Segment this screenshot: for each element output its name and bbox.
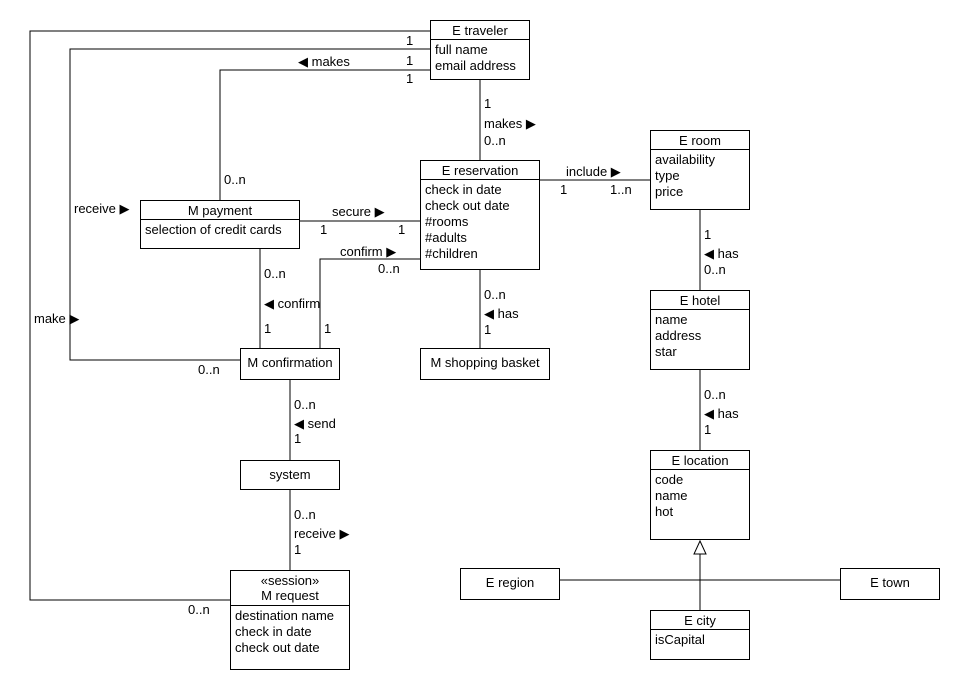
attr-price: price — [655, 184, 684, 199]
attr-check-in-date: check in date — [425, 182, 502, 197]
mult-secure-1a: 1 — [320, 222, 328, 237]
attr-adults: #adults — [425, 230, 467, 245]
class-city[interactable]: E city isCapital — [650, 610, 750, 660]
attr-location-code: code — [655, 472, 684, 487]
edge-traveler-request — [29, 30, 430, 601]
assoc-label-confirm-payment: ◀ confirm — [264, 296, 321, 311]
class-request-name: M request — [261, 588, 319, 603]
class-shopping-basket[interactable]: M shopping basket — [420, 348, 550, 380]
mult-traveler-reservation-0n: 0..n — [484, 133, 506, 148]
assoc-label-make-request: make ▶ — [34, 311, 80, 326]
class-request-header: «session» M request — [231, 571, 349, 606]
class-request[interactable]: «session» M request destination name che… — [230, 570, 350, 670]
class-hotel[interactable]: E hotel name address star — [650, 290, 750, 370]
mult-traveler-1a: 1 — [406, 33, 414, 48]
attr-is-capital: isCapital — [655, 632, 705, 647]
assoc-label-confirm-reservation: confirm ▶ — [340, 244, 397, 259]
attr-hotel-address: address — [655, 328, 702, 343]
mult-include-1n: 1..n — [610, 182, 632, 197]
attr-email-address: email address — [435, 58, 516, 73]
attr-location-name: name — [655, 488, 688, 503]
attr-request-check-out-date: check out date — [235, 640, 320, 655]
mult-receive-1: 1 — [294, 542, 302, 557]
class-location-name: E location — [651, 451, 749, 470]
class-confirmation-name: M confirmation — [247, 355, 333, 370]
class-payment[interactable]: M payment selection of credit cards — [140, 200, 300, 249]
mult-hotel-loc-0n: 0..n — [704, 387, 726, 402]
mult-traveler-1b: 1 — [406, 53, 414, 68]
class-region-name: E region — [485, 575, 535, 590]
assoc-label-secure: secure ▶ — [332, 204, 385, 219]
class-city-name: E city — [651, 611, 749, 630]
assoc-label-receive-confirmation: receive ▶ — [74, 201, 130, 216]
class-region[interactable]: E region — [460, 568, 560, 600]
mult-hotel-0n: 0..n — [704, 262, 726, 277]
mult-secure-1b: 1 — [398, 222, 406, 237]
attr-destination-name: destination name — [235, 608, 335, 623]
attr-hotel-name: name — [655, 312, 688, 327]
mult-location-1: 1 — [704, 422, 712, 437]
class-location[interactable]: E location code name hot — [650, 450, 750, 540]
mult-room-1: 1 — [704, 227, 712, 242]
assoc-label-makes-reservation: makes ▶ — [484, 116, 536, 131]
attr-children: #children — [425, 246, 478, 261]
edge-traveler-confirmation — [69, 48, 430, 361]
assoc-label-send: ◀ send — [294, 416, 336, 431]
class-reservation[interactable]: E reservation check in date check out da… — [420, 160, 540, 270]
assoc-label-include: include ▶ — [566, 164, 621, 179]
assoc-label-has-basket: ◀ has — [484, 306, 519, 321]
mult-confirmation-left-0n: 0..n — [198, 362, 220, 377]
attr-location-hot: hot — [655, 504, 674, 519]
class-reservation-name: E reservation — [421, 161, 539, 180]
class-request-stereotype: «session» — [260, 573, 320, 588]
assoc-label-has-hotel: ◀ has — [704, 406, 739, 421]
attr-availability: availability — [655, 152, 715, 167]
edge-reservation-confirmation — [319, 258, 420, 348]
edge-traveler-payment — [219, 69, 430, 200]
class-shopping-basket-name: M shopping basket — [430, 355, 540, 370]
mult-pay-conf-0n: 0..n — [264, 266, 286, 281]
mult-basket-0n: 0..n — [484, 287, 506, 302]
attr-check-out-date: check out date — [425, 198, 510, 213]
attr-request-check-in-date: check in date — [235, 624, 312, 639]
class-system[interactable]: system — [240, 460, 340, 490]
class-traveler[interactable]: E traveler full name email address — [430, 20, 530, 80]
mult-include-1: 1 — [560, 182, 568, 197]
mult-send-0n: 0..n — [294, 397, 316, 412]
assoc-label-receive-system: receive ▶ — [294, 526, 350, 541]
assoc-label-has-room: ◀ has — [704, 246, 739, 261]
class-system-name: system — [269, 467, 311, 482]
mult-confirm-1: 1 — [324, 321, 332, 336]
attr-full-name: full name — [435, 42, 488, 57]
assoc-label-makes-payment: ◀ makes — [298, 54, 350, 69]
attr-type: type — [655, 168, 680, 183]
class-room-name: E room — [651, 131, 749, 150]
mult-basket-1: 1 — [484, 322, 492, 337]
generalization-arrowhead — [693, 539, 707, 555]
class-town-name: E town — [870, 575, 910, 590]
mult-receive-0n: 0..n — [294, 507, 316, 522]
class-traveler-name: E traveler — [431, 21, 529, 40]
class-town[interactable]: E town — [840, 568, 940, 600]
attr-rooms: #rooms — [425, 214, 469, 229]
class-payment-name: M payment — [141, 201, 299, 220]
mult-request-0n: 0..n — [188, 602, 210, 617]
mult-traveler-1c: 1 — [406, 71, 414, 86]
class-hotel-name: E hotel — [651, 291, 749, 310]
attr-hotel-star: star — [655, 344, 677, 359]
mult-traveler-reservation-1: 1 — [484, 96, 492, 111]
mult-payment-0n: 0..n — [224, 172, 246, 187]
mult-pay-conf-1: 1 — [264, 321, 272, 336]
mult-send-1: 1 — [294, 431, 302, 446]
class-room[interactable]: E room availability type price — [650, 130, 750, 210]
class-confirmation[interactable]: M confirmation — [240, 348, 340, 380]
attr-selection-of-credit-cards: selection of credit cards — [145, 222, 282, 237]
mult-confirm-res-0n: 0..n — [378, 261, 400, 276]
